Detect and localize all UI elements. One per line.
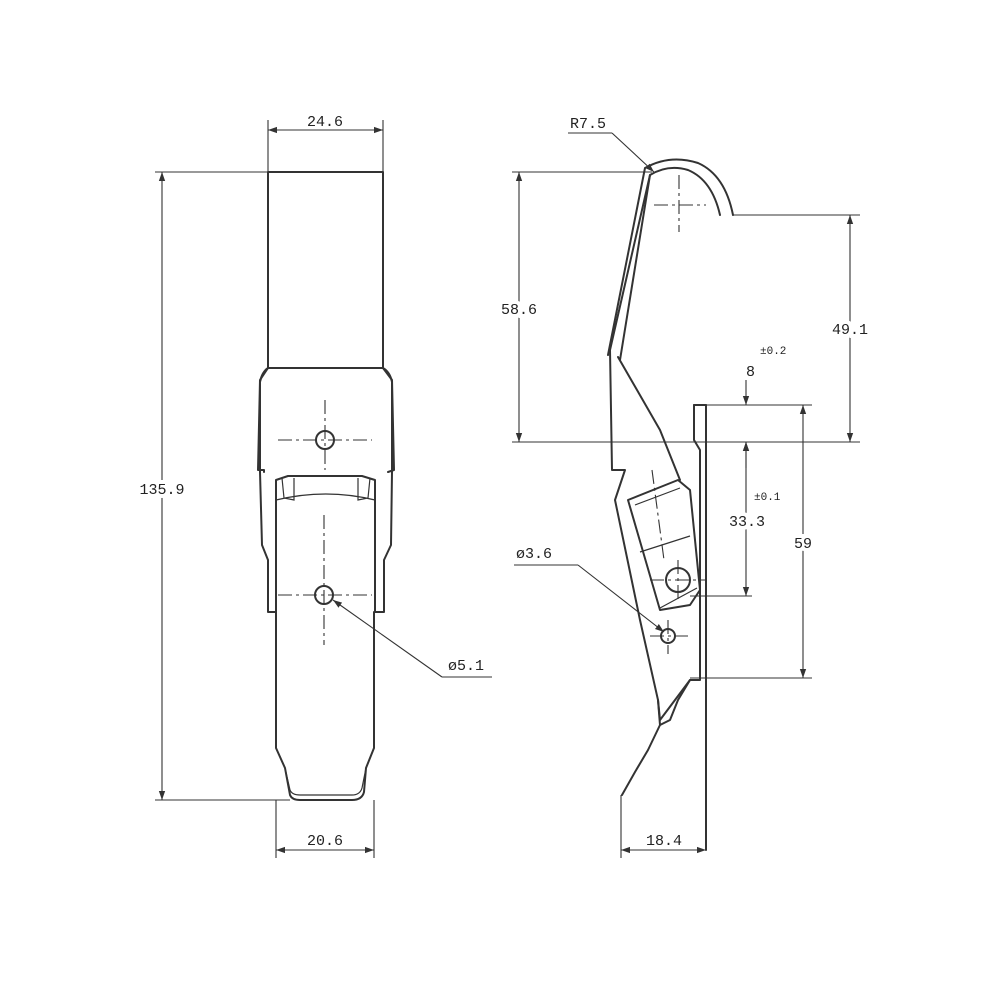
dim-pivot-spacing: 33.3 bbox=[729, 514, 765, 531]
front-base-plate bbox=[257, 367, 395, 473]
dim-hook-offset: 49.1 bbox=[832, 322, 868, 339]
side-lever bbox=[627, 479, 701, 611]
dim-hook-radius: R7.5 bbox=[570, 116, 606, 133]
front-lower-lever bbox=[275, 611, 375, 801]
tol-plate-top: ±0.2 bbox=[760, 346, 786, 358]
dim-bottom-width: 20.6 bbox=[307, 833, 343, 850]
side-view: 58.6 R7.5 49.1 8 ±0.2 33.3 ±0.1 59 ø3.6 … bbox=[497, 116, 872, 858]
side-hook-arm bbox=[609, 166, 721, 796]
dim-depth: 18.4 bbox=[646, 833, 682, 850]
side-mount-plate bbox=[659, 404, 701, 726]
dim-total-height: 135.9 bbox=[139, 482, 184, 499]
dim-top-width: 24.6 bbox=[307, 114, 343, 131]
dim-hook-height: 58.6 bbox=[501, 302, 537, 319]
front-body-outline bbox=[259, 367, 393, 473]
dim-pivot-diameter: ø3.6 bbox=[516, 546, 552, 563]
front-lever-rivets bbox=[275, 477, 376, 501]
dim-plate-height: 59 bbox=[794, 536, 812, 553]
front-hook-strap bbox=[267, 171, 384, 369]
side-hook-inner bbox=[607, 158, 734, 356]
dim-plate-top: 8 bbox=[746, 364, 755, 381]
tol-pivot-spacing: ±0.1 bbox=[754, 492, 781, 504]
front-view: 24.6 135.9 20.6 ø5.1 bbox=[135, 114, 492, 858]
front-lever-housing bbox=[259, 471, 393, 613]
dim-hole-diameter: ø5.1 bbox=[448, 658, 484, 675]
